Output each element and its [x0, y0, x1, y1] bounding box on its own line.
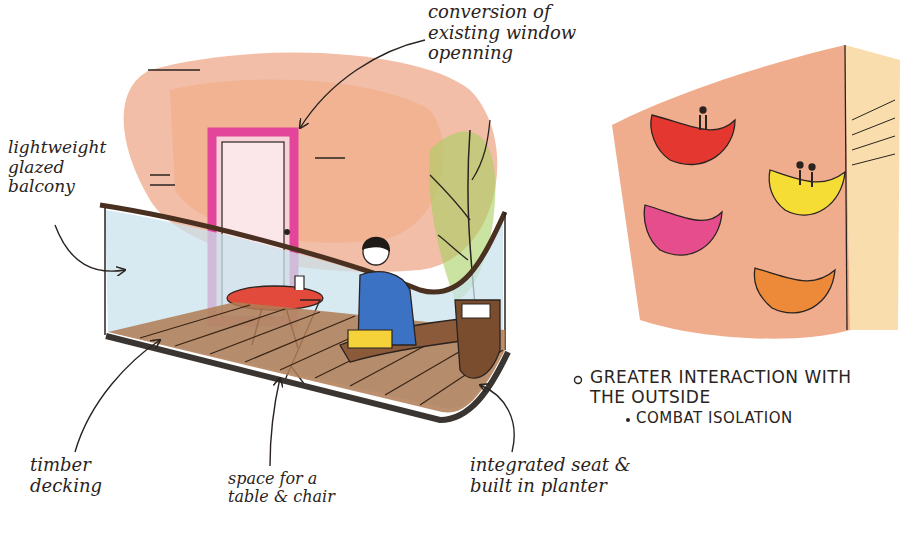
timber-decking-part-part	[140, 305, 250, 338]
leader-line-part	[75, 340, 160, 452]
balcony-pod-part	[754, 268, 835, 313]
facade-wall-part	[612, 45, 850, 339]
door-opening-part	[284, 229, 290, 235]
balcony-pod-part	[809, 164, 815, 170]
timber-decking	[106, 302, 508, 420]
balcony-pod-part	[644, 205, 722, 255]
annotation-text: timber decking	[30, 455, 125, 496]
facade-wall-part-part	[852, 154, 895, 165]
seat-and-planter-part	[455, 300, 500, 378]
timber-decking-part-part	[175, 309, 285, 346]
leader-line-part	[300, 40, 425, 128]
leader-line-part	[480, 385, 514, 452]
wall-wash-part	[150, 184, 175, 186]
seat-and-planter-part	[462, 304, 490, 318]
bullet-mark-part	[575, 377, 582, 384]
facade-wall-part-part	[852, 118, 895, 135]
annotation-text: COMBAT ISOLATION	[636, 410, 876, 427]
leader-line-part	[270, 378, 280, 466]
table-and-chair-part	[295, 276, 304, 290]
timber-decking-part	[108, 302, 505, 412]
leader-line	[55, 40, 514, 466]
facade-wall	[612, 45, 900, 339]
annotation-text: GREATER INTERACTION WITH THE OUTSIDE	[590, 368, 890, 407]
bullet-mark-part	[626, 418, 630, 422]
seated-person	[348, 237, 416, 348]
timber-decking-part-part	[245, 316, 355, 362]
glazed-balcony-part	[100, 205, 505, 292]
annotation-text: space for a table & chair	[228, 470, 358, 507]
wall-wash-part	[315, 157, 345, 159]
annotation-text: lightweight glazed balcony	[8, 138, 103, 197]
facade-wall-part	[845, 45, 900, 330]
balcony-pod-part	[769, 170, 845, 215]
balcony-pod-part	[700, 115, 706, 130]
timber-decking-part	[106, 336, 508, 420]
wall-wash-part	[148, 69, 200, 71]
seated-person-part	[348, 330, 392, 348]
facade-wall-part	[845, 45, 847, 330]
balcony-pod-part	[700, 107, 706, 113]
balcony-pod-part	[797, 162, 803, 168]
annotation-text: conversion of existing window openning	[428, 2, 593, 64]
plant-part	[438, 235, 468, 260]
timber-decking-part-part	[210, 312, 320, 354]
wall-wash-part	[150, 174, 170, 176]
balcony-pod	[644, 107, 845, 313]
leader-line-part	[55, 225, 125, 271]
balcony-pod-part	[800, 170, 812, 187]
glazed-balcony-part	[504, 212, 506, 350]
facade-wall-part-part	[852, 136, 895, 150]
plant-part	[430, 175, 470, 220]
facade-wall-part-part	[852, 100, 895, 120]
annotation-text: integrated seat & built in planter	[470, 455, 635, 496]
seated-person-part	[362, 237, 390, 252]
balcony-pod-part	[651, 115, 735, 164]
facade-wall-part	[852, 100, 895, 165]
plant-part	[472, 120, 490, 180]
